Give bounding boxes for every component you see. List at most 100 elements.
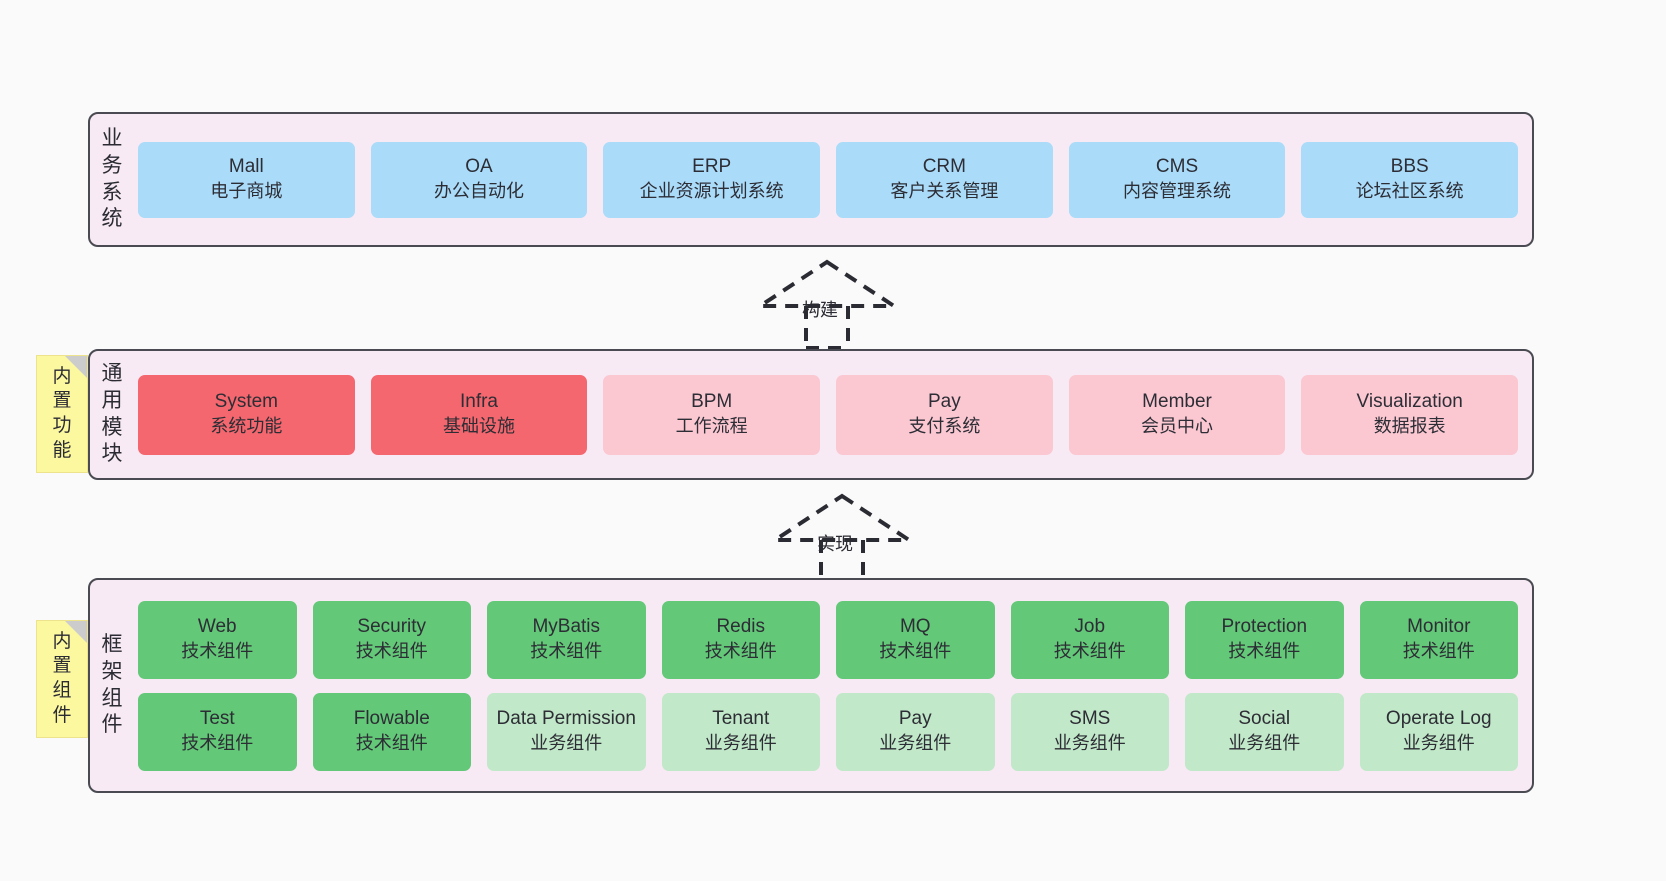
title-char: 业	[101, 126, 123, 150]
layer-common-module[interactable]: 通 用 模 块 System 系统功能 Infra 基础设施 BPM 工作流程	[88, 349, 1534, 480]
card-title: ERP	[692, 156, 732, 178]
card-subtitle: 业务组件	[1402, 733, 1475, 754]
layer-modules-title: 通 用 模 块	[90, 351, 134, 478]
layer-business-system[interactable]: 业 务 系 统 Mall 电子商城 OA 办公自动化 ERP 企业资源计划系统	[88, 112, 1534, 247]
layer-business-title: 业 务 系 统	[90, 114, 134, 245]
business-card-row: Mall 电子商城 OA 办公自动化 ERP 企业资源计划系统 CRM 客户关系…	[138, 141, 1519, 218]
card-bpm[interactable]: BPM 工作流程	[603, 374, 821, 455]
card-subtitle: 技术组件	[879, 641, 952, 662]
card-subtitle: 业务组件	[1228, 733, 1301, 754]
card-subtitle: 内容管理系统	[1123, 181, 1232, 202]
card-tenant[interactable]: Tenant 业务组件	[661, 692, 820, 771]
layer-business-body: Mall 电子商城 OA 办公自动化 ERP 企业资源计划系统 CRM 客户关系…	[134, 114, 1532, 245]
card-title: CMS	[1155, 156, 1199, 178]
arrowhead-triangle	[753, 259, 901, 308]
note-builtin-component[interactable]: 内 置 组 件	[36, 620, 88, 738]
arrowhead-triangle	[768, 493, 916, 542]
card-title: Operate Log	[1385, 708, 1492, 730]
note-char: 置	[52, 655, 72, 677]
card-data-permission[interactable]: Data Permission 业务组件	[487, 692, 646, 771]
card-subtitle: 技术组件	[355, 733, 428, 754]
note-char: 件	[52, 704, 72, 726]
card-redis[interactable]: Redis 技术组件	[661, 600, 820, 679]
card-title: Visualization	[1356, 391, 1463, 413]
card-title: MyBatis	[532, 616, 601, 638]
card-subtitle: 技术组件	[181, 733, 254, 754]
card-sms[interactable]: SMS 业务组件	[1010, 692, 1169, 771]
note-fold-icon	[65, 356, 87, 378]
card-infra[interactable]: Infra 基础设施	[370, 374, 588, 455]
title-char: 架	[101, 659, 123, 683]
card-pay-module[interactable]: Pay 支付系统	[836, 374, 1053, 455]
card-title: Tenant	[712, 708, 770, 730]
card-erp[interactable]: ERP 企业资源计划系统	[603, 141, 821, 218]
card-title: Member	[1142, 391, 1212, 413]
title-char: 框	[101, 632, 123, 656]
card-subtitle: 数据报表	[1373, 416, 1446, 437]
card-oa[interactable]: OA 办公自动化	[370, 141, 588, 218]
card-title: SMS	[1069, 708, 1111, 730]
card-title: Web	[197, 616, 237, 638]
card-subtitle: 技术组件	[704, 641, 777, 662]
card-title: Infra	[459, 391, 499, 413]
card-security[interactable]: Security 技术组件	[312, 600, 471, 679]
card-mall[interactable]: Mall 电子商城	[138, 141, 355, 218]
note-char: 组	[52, 680, 72, 701]
card-subtitle: 支付系统	[908, 416, 981, 437]
card-title: Social	[1238, 708, 1291, 730]
card-monitor[interactable]: Monitor 技术组件	[1359, 600, 1518, 679]
card-title: Test	[199, 708, 235, 730]
note-fold-icon	[65, 621, 87, 643]
card-system[interactable]: System 系统功能	[138, 374, 355, 455]
card-title: Monitor	[1407, 616, 1471, 638]
note-char: 能	[52, 439, 72, 461]
card-test[interactable]: Test 技术组件	[138, 692, 297, 771]
card-subtitle: 业务组件	[879, 733, 952, 754]
card-title: Data Permission	[496, 708, 636, 730]
card-job[interactable]: Job 技术组件	[1010, 600, 1169, 679]
card-protection[interactable]: Protection 技术组件	[1185, 600, 1344, 679]
card-visualization[interactable]: Visualization 数据报表	[1301, 374, 1519, 455]
card-subtitle: 办公自动化	[434, 181, 524, 202]
card-title: Redis	[716, 616, 766, 638]
card-mybatis[interactable]: MyBatis 技术组件	[487, 600, 646, 679]
card-subtitle: 会员中心	[1141, 416, 1214, 437]
card-title: Flowable	[353, 708, 430, 730]
card-subtitle: 业务组件	[530, 733, 603, 754]
card-mq[interactable]: MQ 技术组件	[836, 600, 995, 679]
title-char: 系	[101, 180, 123, 204]
framework-biz-row: Test 技术组件 Flowable 技术组件 Data Permission …	[138, 692, 1518, 771]
card-social[interactable]: Social 业务组件	[1185, 692, 1344, 771]
connector-implement: 实现	[767, 492, 917, 584]
card-title: OA	[465, 156, 493, 178]
title-char: 件	[101, 713, 123, 737]
card-subtitle: 技术组件	[530, 641, 603, 662]
card-title: MQ	[899, 616, 931, 638]
note-builtin-function[interactable]: 内 置 功 能	[36, 355, 88, 473]
card-flowable[interactable]: Flowable 技术组件	[312, 692, 471, 771]
card-subtitle: 电子商城	[210, 181, 283, 202]
card-subtitle: 工作流程	[675, 416, 748, 437]
card-subtitle: 系统功能	[210, 416, 283, 437]
framework-tech-row: Web 技术组件 Security 技术组件 MyBatis 技术组件 Redi…	[138, 600, 1518, 679]
note-char: 置	[52, 390, 72, 412]
card-pay-component[interactable]: Pay 业务组件	[836, 692, 995, 771]
title-char: 组	[101, 686, 123, 710]
card-subtitle: 业务组件	[704, 733, 777, 754]
layer-framework-component[interactable]: 框 架 组 件 Web 技术组件 Security 技术组件 MyBatis 技…	[88, 578, 1534, 793]
card-member[interactable]: Member 会员中心	[1068, 374, 1286, 455]
card-bbs[interactable]: BBS 论坛社区系统	[1301, 141, 1519, 218]
card-crm[interactable]: CRM 客户关系管理	[836, 141, 1053, 218]
connector-build: 构建	[752, 258, 902, 350]
module-card-row: System 系统功能 Infra 基础设施 BPM 工作流程 Pay 支付系统…	[138, 374, 1519, 455]
card-web[interactable]: Web 技术组件	[138, 600, 297, 679]
card-title: Pay	[898, 708, 932, 730]
note-char: 功	[52, 415, 72, 436]
title-char: 务	[101, 153, 123, 177]
card-operate-log[interactable]: Operate Log 业务组件	[1359, 692, 1518, 771]
card-cms[interactable]: CMS 内容管理系统	[1068, 141, 1286, 218]
card-subtitle: 业务组件	[1053, 733, 1126, 754]
card-subtitle: 技术组件	[1053, 641, 1126, 662]
title-char: 统	[101, 207, 123, 231]
